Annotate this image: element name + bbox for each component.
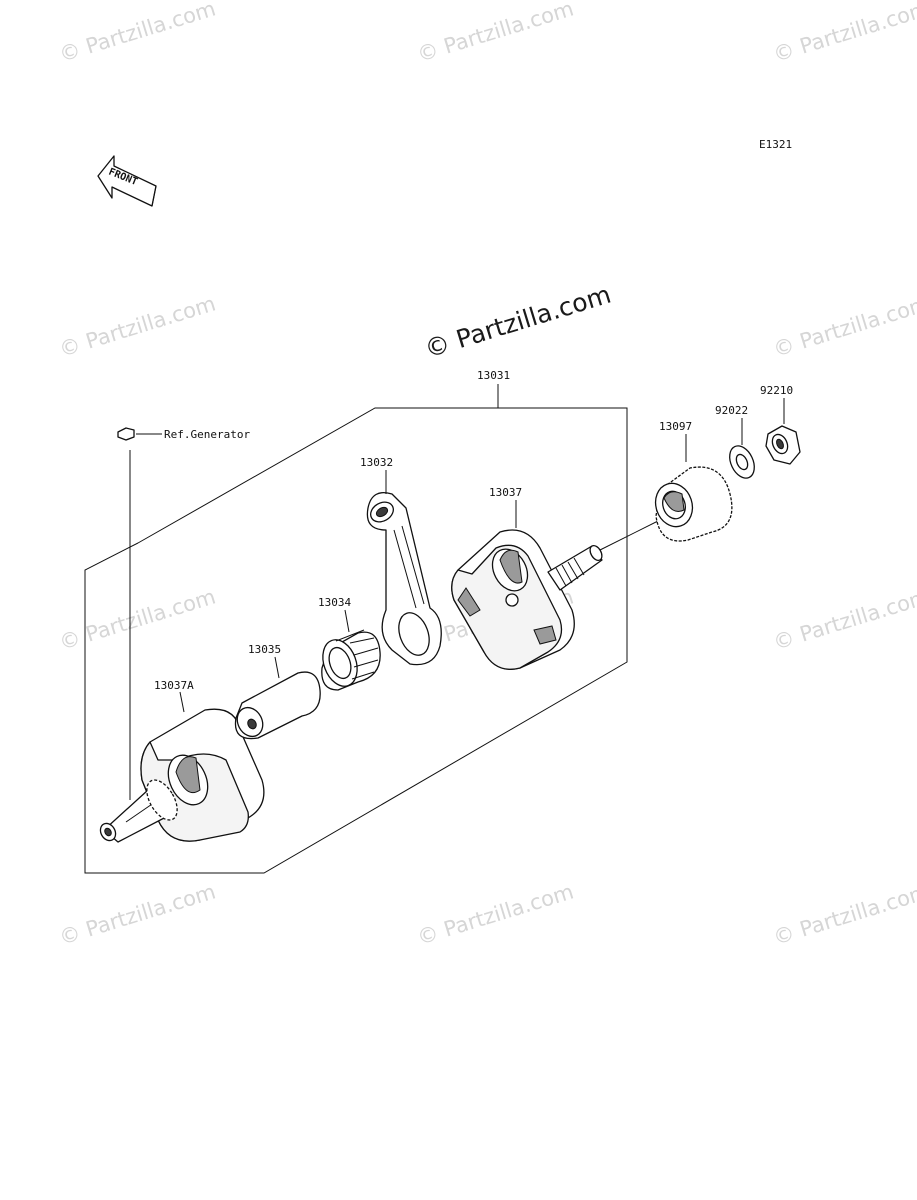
shaft-to-gear-leader bbox=[599, 519, 661, 551]
nut bbox=[765, 425, 801, 465]
watermark: © Partzilla.com bbox=[770, 0, 917, 67]
assembly-boundary bbox=[84, 384, 628, 874]
watermark: © Partzilla.com bbox=[56, 0, 218, 67]
diagram-code: E1321 bbox=[759, 138, 792, 151]
crankshaft-right-half bbox=[451, 529, 603, 670]
watermark: © Partzilla.com bbox=[56, 879, 218, 949]
key-icon bbox=[117, 427, 135, 441]
watermark: © Partzilla.com bbox=[770, 879, 917, 949]
part-13037A-label: 13037A bbox=[154, 679, 194, 692]
part-92210-label: 92210 bbox=[760, 384, 793, 397]
front-arrow-icon: FRONT bbox=[97, 155, 157, 207]
watermark: © Partzilla.com bbox=[770, 291, 917, 361]
part-13037-label: 13037 bbox=[489, 486, 522, 499]
part-13032-label: 13032 bbox=[360, 456, 393, 469]
washer bbox=[729, 445, 755, 479]
watermark: © Partzilla.com bbox=[770, 584, 917, 654]
part-13097-label: 13097 bbox=[659, 420, 692, 433]
watermark: © Partzilla.com bbox=[414, 879, 576, 949]
crankshaft-left-half bbox=[99, 708, 265, 843]
watermark: © Partzilla.com bbox=[56, 584, 218, 654]
ref-generator-callout: Ref.Generator bbox=[117, 427, 250, 800]
watermark-main: © Partzilla.com bbox=[421, 280, 614, 364]
needle-bearing bbox=[321, 629, 381, 691]
watermark: © Partzilla.com bbox=[414, 0, 576, 67]
part-13031-label: 13031 bbox=[477, 369, 510, 382]
crank-gear-left bbox=[146, 779, 178, 821]
part-13034-label: 13034 bbox=[318, 596, 351, 609]
ref-generator-label: Ref.Generator bbox=[164, 428, 250, 441]
watermark: © Partzilla.com bbox=[56, 291, 218, 361]
part-92022-label: 92022 bbox=[715, 404, 748, 417]
part-13035-label: 13035 bbox=[248, 643, 281, 656]
bearing-needles bbox=[335, 629, 379, 680]
crank-gear bbox=[654, 466, 733, 542]
spline-lines bbox=[555, 557, 585, 587]
crank-pin bbox=[234, 671, 321, 740]
connecting-rod bbox=[366, 491, 442, 666]
